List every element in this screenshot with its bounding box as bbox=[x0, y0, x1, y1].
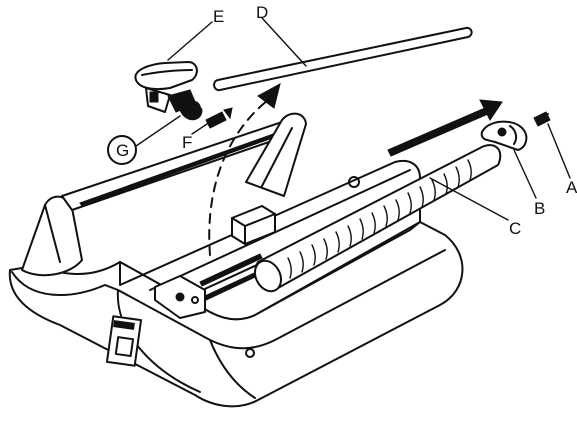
part-g bbox=[179, 102, 203, 121]
screw-f bbox=[205, 107, 233, 129]
dashed-arrow bbox=[208, 83, 281, 256]
label-g: G bbox=[116, 141, 129, 160]
end-clip-b bbox=[480, 120, 528, 151]
power-switch bbox=[105, 315, 143, 367]
label-g-circle bbox=[107, 135, 137, 165]
front-hole bbox=[245, 348, 255, 358]
label-b: B bbox=[534, 199, 545, 218]
label-a: A bbox=[566, 178, 577, 197]
label-e: E bbox=[213, 7, 224, 26]
label-f: F bbox=[182, 133, 192, 152]
leader-lines bbox=[135, 17, 571, 221]
heating-carriage bbox=[119, 159, 421, 321]
label-d: D bbox=[256, 3, 268, 22]
screw-a bbox=[533, 111, 551, 127]
left-end-cap bbox=[21, 195, 83, 277]
label-c: C bbox=[509, 219, 521, 238]
rear-guide-bar bbox=[61, 112, 307, 211]
roller-c bbox=[254, 144, 502, 293]
slide-arrow bbox=[387, 99, 503, 157]
rod-d bbox=[213, 26, 473, 92]
